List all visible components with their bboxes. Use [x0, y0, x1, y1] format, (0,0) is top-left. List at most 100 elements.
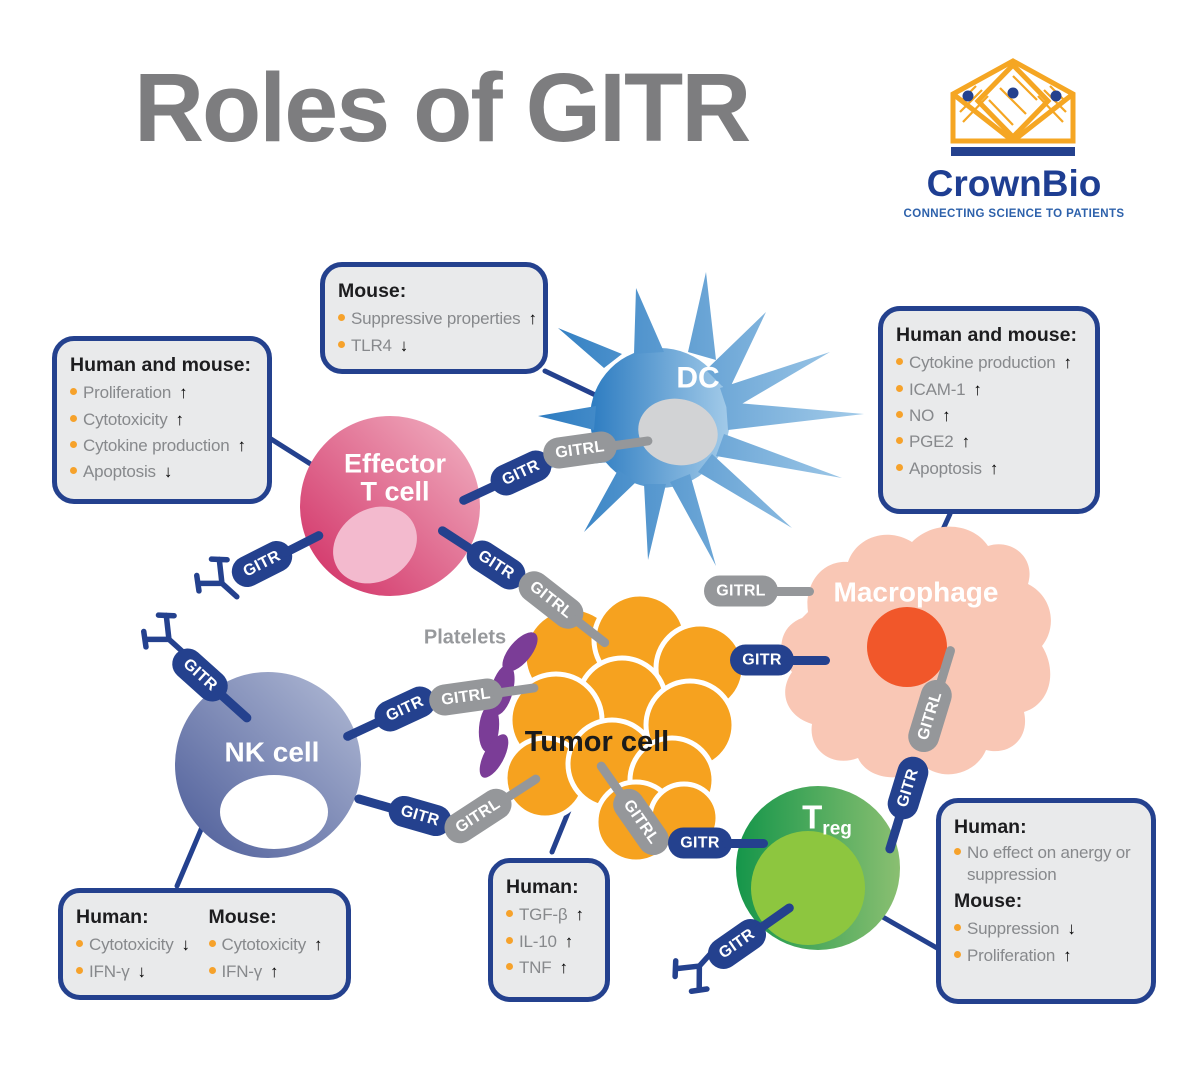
bullet-dot — [954, 924, 961, 932]
arrow-icon: ↑ — [528, 309, 537, 329]
gitrl-pill-label: GITRL — [440, 684, 492, 709]
note-item-text: TNF — [519, 958, 552, 978]
bullet-dot — [70, 467, 77, 475]
arrow-icon: ↑ — [314, 935, 323, 955]
note-item-text: Cytotoxicity — [83, 409, 168, 429]
note-item-text: No effect on anergy or suppression — [967, 843, 1131, 884]
note-item-text: Proliferation — [967, 945, 1056, 965]
arrow-icon: ↑ — [1063, 945, 1072, 965]
tumor-cell-label: Tumor cell — [524, 725, 670, 758]
arrow-icon: ↑ — [237, 436, 246, 456]
arrow-icon: ↑ — [575, 905, 584, 925]
effector-t-annotation-box: Human and mouse: Proliferation↑ Cytotoxi… — [52, 336, 272, 504]
bullet-dot — [896, 463, 903, 471]
gitr-pill: GITR — [730, 644, 830, 676]
note-item: Proliferation ↑ — [70, 380, 254, 406]
bullet-dot — [954, 848, 961, 856]
note-heading: Mouse: — [954, 889, 1023, 912]
bullet-dot — [76, 940, 83, 948]
note-item-text: Suppressive properties — [351, 309, 521, 329]
dc-annotation-box: Mouse: Suppressive properties↑ TLR4↓ — [320, 262, 548, 374]
note-item-text: IL-10 — [519, 931, 557, 951]
note-item-text: IFN-γ — [89, 961, 130, 981]
arrow-icon: ↑ — [179, 383, 188, 403]
note-list: TGF-β ↑ IL-10↑ TNF ↑ — [506, 902, 592, 981]
arrow-icon: ↑ — [175, 409, 185, 429]
note-item: IL-10↑ — [506, 929, 592, 955]
bullet-dot — [338, 314, 345, 322]
bullet-dot — [338, 340, 345, 348]
gitr-pill-label: GITR — [680, 834, 720, 851]
note-list: No effect on anergy or suppression — [954, 842, 1138, 885]
note-item-text: Cytotoxicity — [89, 935, 174, 955]
bullet-dot — [896, 437, 903, 445]
note-item-text: TGF-β — [519, 905, 568, 925]
note-item: Apoptosis ↓ — [70, 459, 254, 485]
note-item-text: Proliferation — [83, 383, 172, 403]
bullet-dot — [208, 966, 216, 974]
arrow-icon: ↓ — [163, 462, 173, 482]
receptor-stem — [722, 838, 768, 848]
gitr-pill-label: GITR — [742, 651, 782, 668]
gitrl-pill: GITRL — [704, 575, 814, 607]
note-heading: Human and mouse: — [70, 354, 251, 376]
bullet-dot — [70, 441, 77, 449]
arrow-icon: ↑ — [942, 406, 951, 426]
note-item: Cytotoxicity ↑ — [70, 407, 254, 433]
nk-annotation-box: Human: Cytotoxicity ↓ IFN-γ ↓ Mouse: Cytot… — [58, 888, 351, 1000]
dc-cell — [538, 272, 864, 566]
treg-annotation-box: Human: No effect on anergy or suppressio… — [936, 798, 1156, 1004]
note-item: TNF ↑ — [506, 955, 592, 981]
gitrl-pill-label: GITRL — [554, 437, 606, 462]
note-list: Suppressive properties↑ TLR4↓ — [338, 306, 537, 359]
effector-t-cell-label: Effector T cell — [343, 448, 447, 506]
macrophage-cell — [781, 526, 1051, 778]
note-item: ICAM-1↑ — [896, 377, 1082, 403]
arrow-icon: ↑ — [989, 458, 999, 478]
note-item-text: Apoptosis — [83, 462, 156, 482]
note-item: Apoptosis ↑ — [896, 456, 1082, 482]
note-heading: Mouse: — [338, 280, 407, 302]
note-item-text: IFN-γ — [221, 961, 263, 981]
note-item-text: Cytokine production — [909, 353, 1056, 373]
crownbio-logo-tagline: CONNECTING SCIENCE TO PATIENTS — [903, 208, 1125, 220]
arrow-icon: ↓ — [399, 335, 409, 355]
note-heading: Mouse: — [208, 906, 277, 928]
note-item: No effect on anergy or suppression — [954, 842, 1138, 885]
nk-human-column: Human: Cytotoxicity ↓ IFN-γ ↓ — [76, 905, 201, 985]
bullet-dot — [506, 963, 513, 971]
bullet-dot — [896, 358, 903, 366]
tumor-annotation-box: Human: TGF-β ↑ IL-10↑ TNF ↑ — [488, 858, 610, 1002]
note-item-text: PGE2 — [909, 432, 954, 452]
arrow-icon: ↑ — [973, 379, 982, 399]
note-item: Cytotoxicity ↑ — [208, 932, 334, 958]
nk-cell-label: NK cell — [224, 736, 320, 768]
note-list: Proliferation↑ Cytotoxicity↑ Cytokine pr… — [70, 380, 254, 485]
note-heading: Human: — [506, 876, 579, 898]
note-item-text: Apoptosis — [909, 458, 982, 478]
macrophage-annotation-box: Human and mouse: Cytokine production↑ IC… — [878, 306, 1100, 514]
note-list: Cytokine production ↑ ICAM-1↑ NO ↑ PGE2 ↑ A… — [896, 350, 1082, 482]
note-item: Suppressive properties ↑ — [338, 306, 537, 332]
note-heading: Human: — [76, 906, 149, 928]
arrow-icon: ↓ — [181, 935, 191, 955]
gitrl-pill-label: GITRL — [716, 582, 766, 599]
arrow-icon: ↑ — [559, 958, 568, 978]
page-title: Roles of GITR — [134, 53, 751, 162]
note-heading: Human: — [954, 816, 1027, 838]
treg-label-main: T — [802, 798, 823, 836]
note-item-text: Cytotoxicity — [221, 935, 307, 955]
effector-label-line1: Effector — [343, 448, 447, 479]
note-item-text: Suppression — [967, 919, 1060, 939]
note-item-text: NO — [909, 406, 935, 426]
gitr-pill-label: GITR — [398, 801, 442, 830]
macrophage-cell-label: Macrophage — [833, 576, 999, 608]
bullet-dot — [506, 910, 513, 918]
arrow-icon: ↑ — [270, 961, 279, 981]
treg-cell-label: Treg — [802, 798, 852, 840]
bullet-dot — [506, 936, 513, 944]
bullet-dot — [208, 940, 216, 948]
note-item: Cytotoxicity ↓ — [76, 932, 201, 958]
crownbio-crown-icon — [950, 58, 1076, 156]
